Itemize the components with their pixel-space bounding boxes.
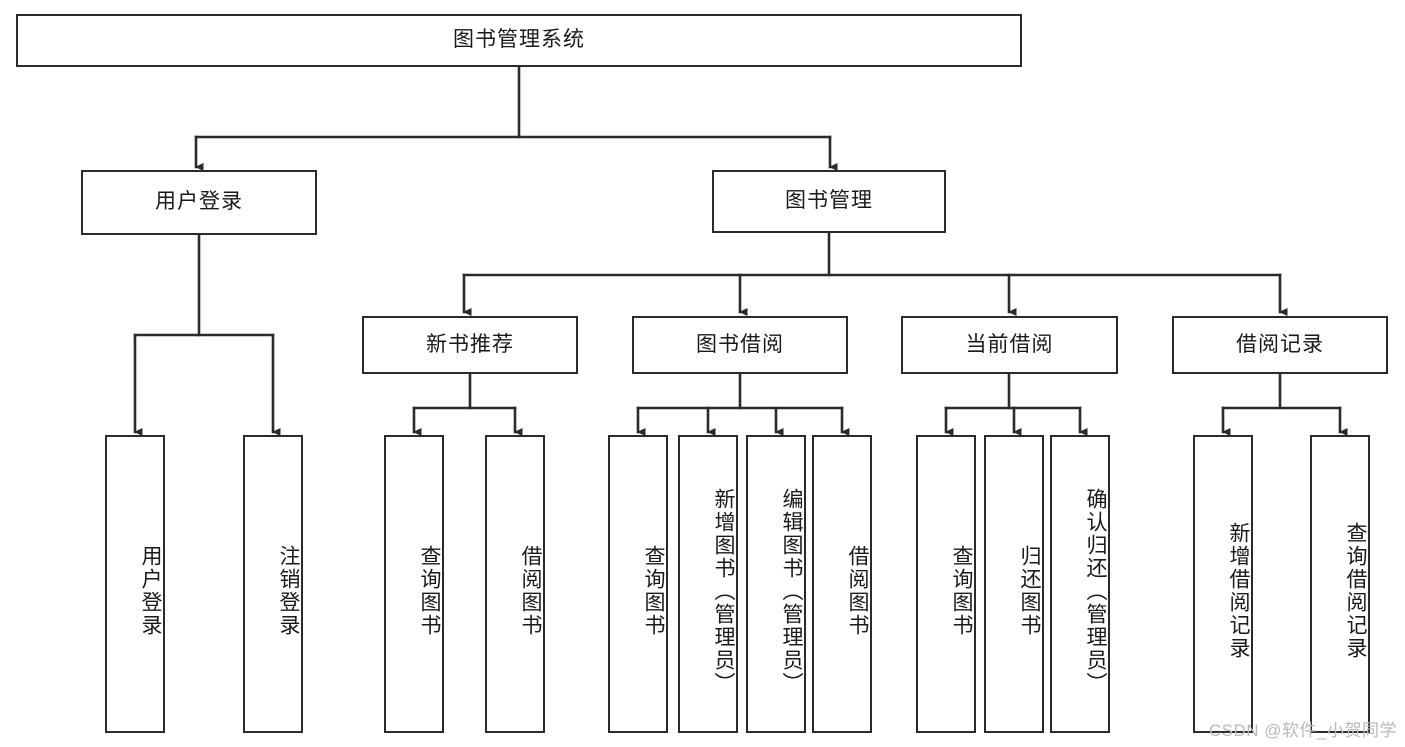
node-label: 注销登录 (277, 545, 300, 637)
leaf-record-add[interactable]: 新增借阅记录 (1193, 435, 1253, 733)
node-label: 图书借阅 (696, 332, 784, 356)
leaf-borrow-edit-book[interactable]: 编辑图书（管理员） (746, 435, 806, 733)
leaf-user-login-login[interactable]: 用户登录 (105, 435, 165, 733)
leaf-new-book-borrow[interactable]: 借阅图书 (485, 435, 545, 733)
node-borrow-record[interactable]: 借阅记录 (1172, 316, 1388, 374)
csdn-watermark: CSDN @软件_小贺同学 (1208, 721, 1397, 740)
node-label: 借阅记录 (1236, 332, 1324, 356)
leaf-current-return-book[interactable]: 归还图书 (984, 435, 1044, 733)
node-label: 新书推荐 (426, 332, 514, 356)
node-label: 新增图书（管理员） (712, 487, 735, 695)
leaf-borrow-add-book[interactable]: 新增图书（管理员） (678, 435, 738, 733)
leaf-borrow-borrow-book[interactable]: 借阅图书 (812, 435, 872, 733)
node-label: 编辑图书（管理员） (780, 487, 803, 695)
leaf-current-query-book[interactable]: 查询图书 (916, 435, 976, 733)
node-book-management[interactable]: 图书管理 (712, 170, 946, 233)
node-label: 查询借阅记录 (1344, 522, 1367, 660)
node-new-book-recommend[interactable]: 新书推荐 (362, 316, 578, 374)
node-label: 图书管理 (785, 189, 873, 213)
node-label: 用户登录 (155, 190, 243, 214)
node-book-borrow[interactable]: 图书借阅 (632, 316, 848, 374)
node-label: 查询图书 (950, 545, 973, 637)
leaf-borrow-query-book[interactable]: 查询图书 (608, 435, 668, 733)
node-label: 借阅图书 (846, 545, 869, 637)
leaf-record-query[interactable]: 查询借阅记录 (1310, 435, 1370, 733)
leaf-user-login-logout[interactable]: 注销登录 (243, 435, 303, 733)
node-label: 用户登录 (139, 545, 162, 637)
node-label: 确认归还（管理员） (1084, 487, 1107, 695)
node-root-system[interactable]: 图书管理系统 (16, 14, 1022, 67)
node-label: 归还图书 (1018, 545, 1041, 637)
node-user-login[interactable]: 用户登录 (81, 170, 317, 235)
node-label: 图书管理系统 (453, 28, 585, 52)
node-label: 新增借阅记录 (1227, 522, 1250, 660)
node-label: 借阅图书 (519, 545, 542, 637)
node-label: 当前借阅 (965, 332, 1054, 356)
node-label: 查询图书 (642, 545, 665, 637)
leaf-current-confirm-return[interactable]: 确认归还（管理员） (1050, 435, 1110, 733)
node-label: 查询图书 (418, 545, 441, 637)
node-current-borrow[interactable]: 当前借阅 (901, 316, 1118, 374)
leaf-new-book-query[interactable]: 查询图书 (384, 435, 444, 733)
